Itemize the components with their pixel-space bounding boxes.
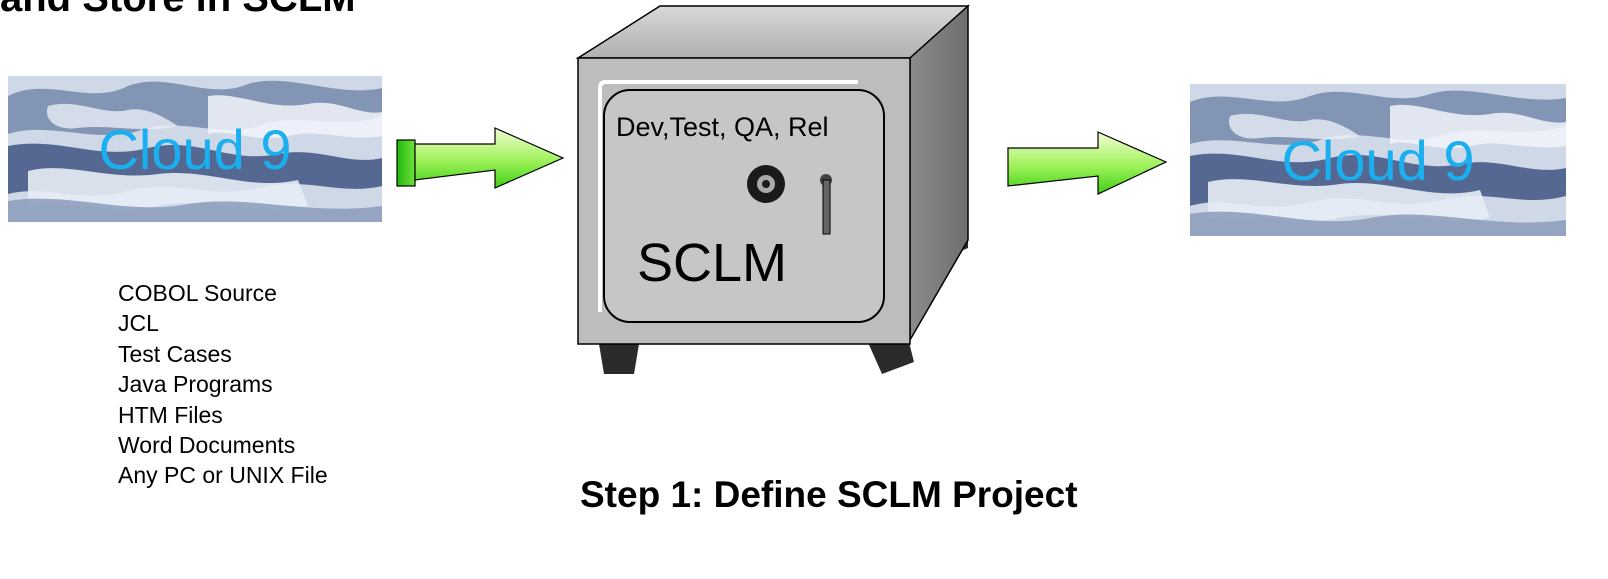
arrow-right-icon	[1007, 131, 1168, 195]
list-item: HTM Files	[118, 401, 223, 428]
cloud-texture	[1190, 84, 1566, 236]
safe-illustration	[575, 4, 970, 374]
cloud-label-right: Cloud 9	[1281, 128, 1475, 192]
list-item: Any PC or UNIX File	[118, 462, 328, 489]
cloud-texture	[8, 76, 382, 222]
cloud-image-left: Cloud 9	[8, 76, 382, 222]
list-item: Word Documents	[118, 432, 296, 459]
list-item: Test Cases	[118, 340, 232, 367]
safe-name-label: SCLM	[637, 233, 788, 293]
safe-handle	[822, 179, 831, 235]
slide-title-fragment: and Store in SCLM	[0, 0, 356, 20]
list-item: COBOL Source	[118, 280, 277, 306]
arrow-right-icon	[396, 127, 565, 189]
safe-leg	[598, 338, 640, 374]
cloud-image-right: Cloud 9	[1190, 84, 1566, 236]
file-types-list: COBOL Source JCL Test Cases Java Program…	[118, 278, 328, 491]
safe-leg	[866, 338, 914, 374]
list-item: Java Programs	[118, 371, 273, 398]
safe-stages-label: Dev,Test, QA, Rel	[616, 112, 829, 142]
cloud-label-left: Cloud 9	[98, 117, 292, 181]
step-caption: Step 1: Define SCLM Project	[580, 474, 1078, 515]
list-item: JCL	[118, 310, 159, 337]
